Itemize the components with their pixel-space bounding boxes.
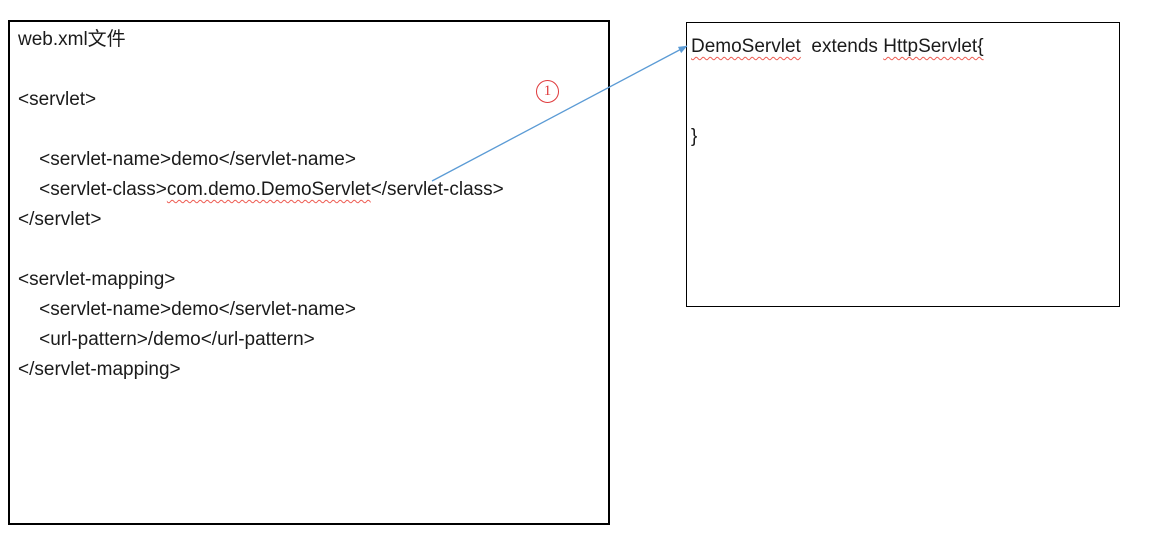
code-line: <servlet> bbox=[18, 85, 602, 115]
web-xml-code: <servlet> <servlet-name>demo</servlet-na… bbox=[18, 55, 602, 385]
code-line bbox=[18, 115, 602, 145]
code-line bbox=[18, 235, 602, 265]
spell-error-text: DemoServlet bbox=[691, 36, 801, 57]
code-line bbox=[691, 92, 1113, 122]
code-text: <url-pattern>/demo</url-pattern> bbox=[18, 329, 315, 350]
code-line: <servlet-name>demo</servlet-name> bbox=[18, 295, 602, 325]
callout-circle-1: 1 bbox=[536, 80, 559, 103]
code-text: } bbox=[691, 126, 698, 147]
code-line bbox=[691, 62, 1113, 92]
code-line: } bbox=[691, 122, 1113, 152]
code-line: <servlet-class>com.demo.DemoServlet</ser… bbox=[18, 175, 602, 205]
code-text: </servlet-class> bbox=[370, 179, 504, 200]
code-text: <servlet-class> bbox=[18, 179, 167, 200]
spell-error-text: HttpServlet{ bbox=[883, 36, 984, 57]
code-text: </servlet-mapping> bbox=[18, 359, 181, 380]
code-line: DemoServlet extends HttpServlet{ bbox=[691, 32, 1113, 62]
callout-number: 1 bbox=[543, 83, 552, 99]
spell-error-text: com.demo.DemoServlet bbox=[166, 179, 371, 200]
code-text: </servlet> bbox=[18, 209, 102, 230]
code-text: <servlet-mapping> bbox=[18, 269, 176, 290]
code-text: <servlet-name>demo</servlet-name> bbox=[18, 149, 356, 170]
code-text: <servlet> bbox=[18, 89, 97, 110]
code-text: <servlet-name>demo</servlet-name> bbox=[18, 299, 356, 320]
servlet-class-box: DemoServlet extends HttpServlet{ } bbox=[686, 22, 1120, 307]
code-line bbox=[18, 55, 602, 85]
web-xml-box: web.xml文件 <servlet> <servlet-name>demo</… bbox=[8, 20, 610, 525]
servlet-class-code: DemoServlet extends HttpServlet{ } bbox=[691, 32, 1113, 152]
code-line: </servlet> bbox=[18, 205, 602, 235]
code-line: </servlet-mapping> bbox=[18, 355, 602, 385]
code-line: <url-pattern>/demo</url-pattern> bbox=[18, 325, 602, 355]
left-box-title: web.xml文件 bbox=[18, 29, 126, 50]
code-text: extends bbox=[800, 36, 884, 57]
code-line: <servlet-mapping> bbox=[18, 265, 602, 295]
code-line: <servlet-name>demo</servlet-name> bbox=[18, 145, 602, 175]
